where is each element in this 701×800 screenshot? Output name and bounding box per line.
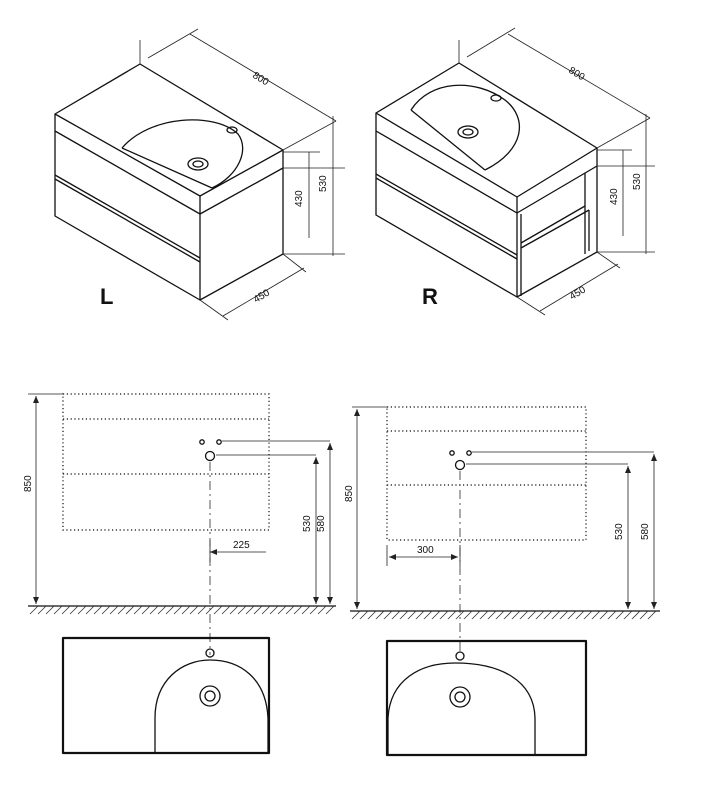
- dim-depth-label: 450: [252, 287, 272, 305]
- top-height-label: 530: [614, 523, 625, 540]
- top-height-label: 530: [302, 515, 313, 532]
- total-height-label: 850: [23, 475, 34, 492]
- variant-label-right: R: [422, 284, 438, 309]
- dim-height-label: 530: [632, 173, 643, 190]
- tap-height-label: 580: [316, 515, 327, 532]
- elevation-right: 300 850 530 580: [344, 406, 660, 655]
- floor-hatch-left: [29, 605, 335, 615]
- elevation-left: 225 850 530 580: [23, 393, 336, 655]
- dim-drawer-label: 430: [609, 188, 620, 205]
- total-height-label: 850: [344, 485, 355, 502]
- dim-width-label: 800: [250, 70, 270, 88]
- plan-view-right: [385, 639, 588, 757]
- iso-cabinet-right: 800 530 430 450: [375, 27, 655, 316]
- tap-height-label: 580: [640, 523, 651, 540]
- plan-view-left: [61, 636, 271, 755]
- dim-depth-label: 450: [568, 284, 588, 302]
- iso-cabinet-left: 800 530 430 450: [54, 28, 345, 321]
- floor-hatch-right: [351, 610, 657, 620]
- dim-width-label: 800: [566, 65, 586, 83]
- variant-label-left: L: [100, 284, 113, 309]
- dim-drawer-label: 430: [294, 190, 305, 207]
- drain-offset-label: 300: [417, 545, 434, 556]
- drain-offset-label: 225: [233, 540, 250, 551]
- dim-height-label: 530: [318, 175, 329, 192]
